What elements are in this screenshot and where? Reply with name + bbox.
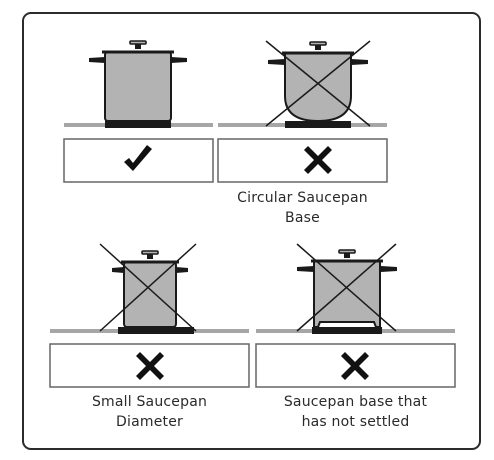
panel-small-diameter	[49, 243, 250, 388]
panel-unsettled-base	[255, 243, 456, 388]
panel-correct-saucepan	[63, 40, 214, 183]
cross-out-line	[265, 40, 371, 127]
cooking-zone	[285, 121, 351, 128]
caption-line: Diameter	[116, 414, 183, 430]
cross-out-line	[296, 243, 397, 332]
indicator-box	[217, 138, 388, 183]
saucepan-icon	[89, 40, 187, 122]
saucepan-icon	[268, 41, 368, 123]
cooking-zone	[118, 327, 194, 334]
caption-line: has not settled	[301, 414, 410, 430]
caption-unsettled-base: Saucepan base that has not settled	[256, 392, 455, 432]
cooking-zone	[105, 121, 171, 128]
caption-small-diameter: Small Saucepan Diameter	[50, 392, 249, 432]
caption-line: Small Saucepan	[91, 394, 208, 410]
cooking-zone	[312, 327, 382, 334]
panel-circular-base	[217, 40, 388, 183]
diagram-border	[22, 12, 481, 450]
caption-circular-base: Circular Saucepan Base	[218, 188, 387, 228]
caption-line: Circular Saucepan	[237, 190, 368, 206]
cross-out-line	[99, 243, 197, 332]
caption-line: Base	[285, 210, 320, 226]
caption-line: Saucepan base that	[283, 394, 428, 410]
saucepan-icon	[297, 249, 397, 328]
